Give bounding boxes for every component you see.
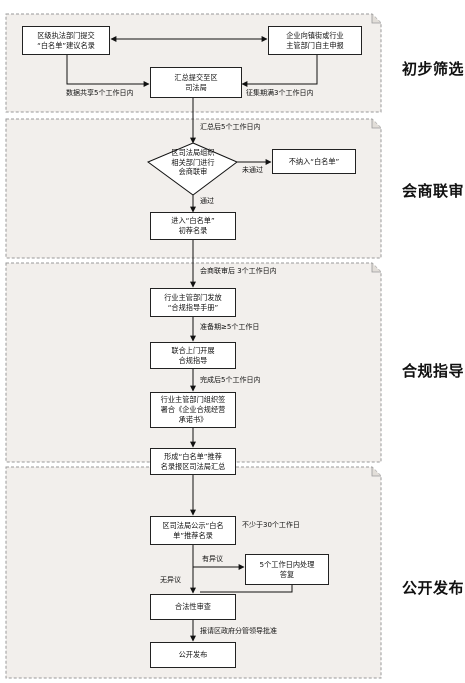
edge-label-has-objection: 有异议 — [202, 555, 223, 563]
edge-label-prep: 准备期≥5个工作日 — [200, 323, 260, 331]
node-initial-list: 进入“白名单” 初荐名录 — [150, 212, 236, 240]
node-pledge: 行业主管部门组织签 署合《企业合规经营 承诺书》 — [150, 392, 236, 428]
edge-label-min30: 不少于30个工作日 — [242, 521, 300, 529]
node-summary: 汇总提交至区 司法局 — [150, 67, 242, 98]
edge-district-summary — [66, 55, 150, 87]
stage-title-compliance: 合规指导 — [402, 362, 465, 380]
edge-label-no-objection: 无异议 — [160, 576, 181, 584]
node-onsite-guidance: 联合上门开展 合规指导 — [150, 342, 236, 369]
node-enterprise-apply: 企业向镇街或行业 主管部门自主申报 — [268, 26, 362, 55]
stage-title-publish: 公开发布 — [402, 579, 465, 597]
node-district-submit: 区级执法部门提交 “白名单”建议名录 — [22, 26, 110, 55]
node-joint-review: 区司法局组织 相关部门进行 会商联审 — [171, 148, 215, 177]
edge-label-report: 报请区政府分管领导批准 — [200, 627, 277, 635]
node-publish: 公开发布 — [150, 642, 236, 668]
edge-label-share: 数据共享5个工作日内 — [66, 89, 134, 97]
stage-title-joint-review: 会商联审 — [402, 182, 465, 200]
edge-objection-legality — [200, 585, 293, 593]
review-diamond — [146, 142, 238, 196]
edge-label-after-summary: 汇总后5个工作日内 — [200, 123, 261, 131]
edge-label-after-done: 完成后5个工作日内 — [200, 376, 261, 384]
edge-label-after-review: 会商联审后 3个工作日内 — [200, 267, 277, 275]
node-form-list: 形成“白名单”推荐 名录报区司法局汇总 — [150, 448, 236, 475]
edge-label-passed: 通过 — [200, 197, 214, 205]
edge-enterprise-summary — [241, 55, 318, 87]
stage-title-screening: 初步筛选 — [402, 60, 465, 78]
edge-label-collect: 征集期满3个工作日内 — [246, 89, 314, 97]
node-legality-review: 合法性审查 — [150, 594, 236, 620]
node-publicize: 区司法局公示“白名 单”推荐名录 — [150, 516, 236, 545]
edge-label-not-passed: 未通过 — [242, 166, 263, 174]
node-objection-reply: 5个工作日内处理 答复 — [245, 554, 329, 585]
node-reject: 不纳入“白名单” — [272, 149, 356, 174]
node-guide-manual: 行业主管部门发放 “合规指导手册” — [150, 288, 236, 317]
